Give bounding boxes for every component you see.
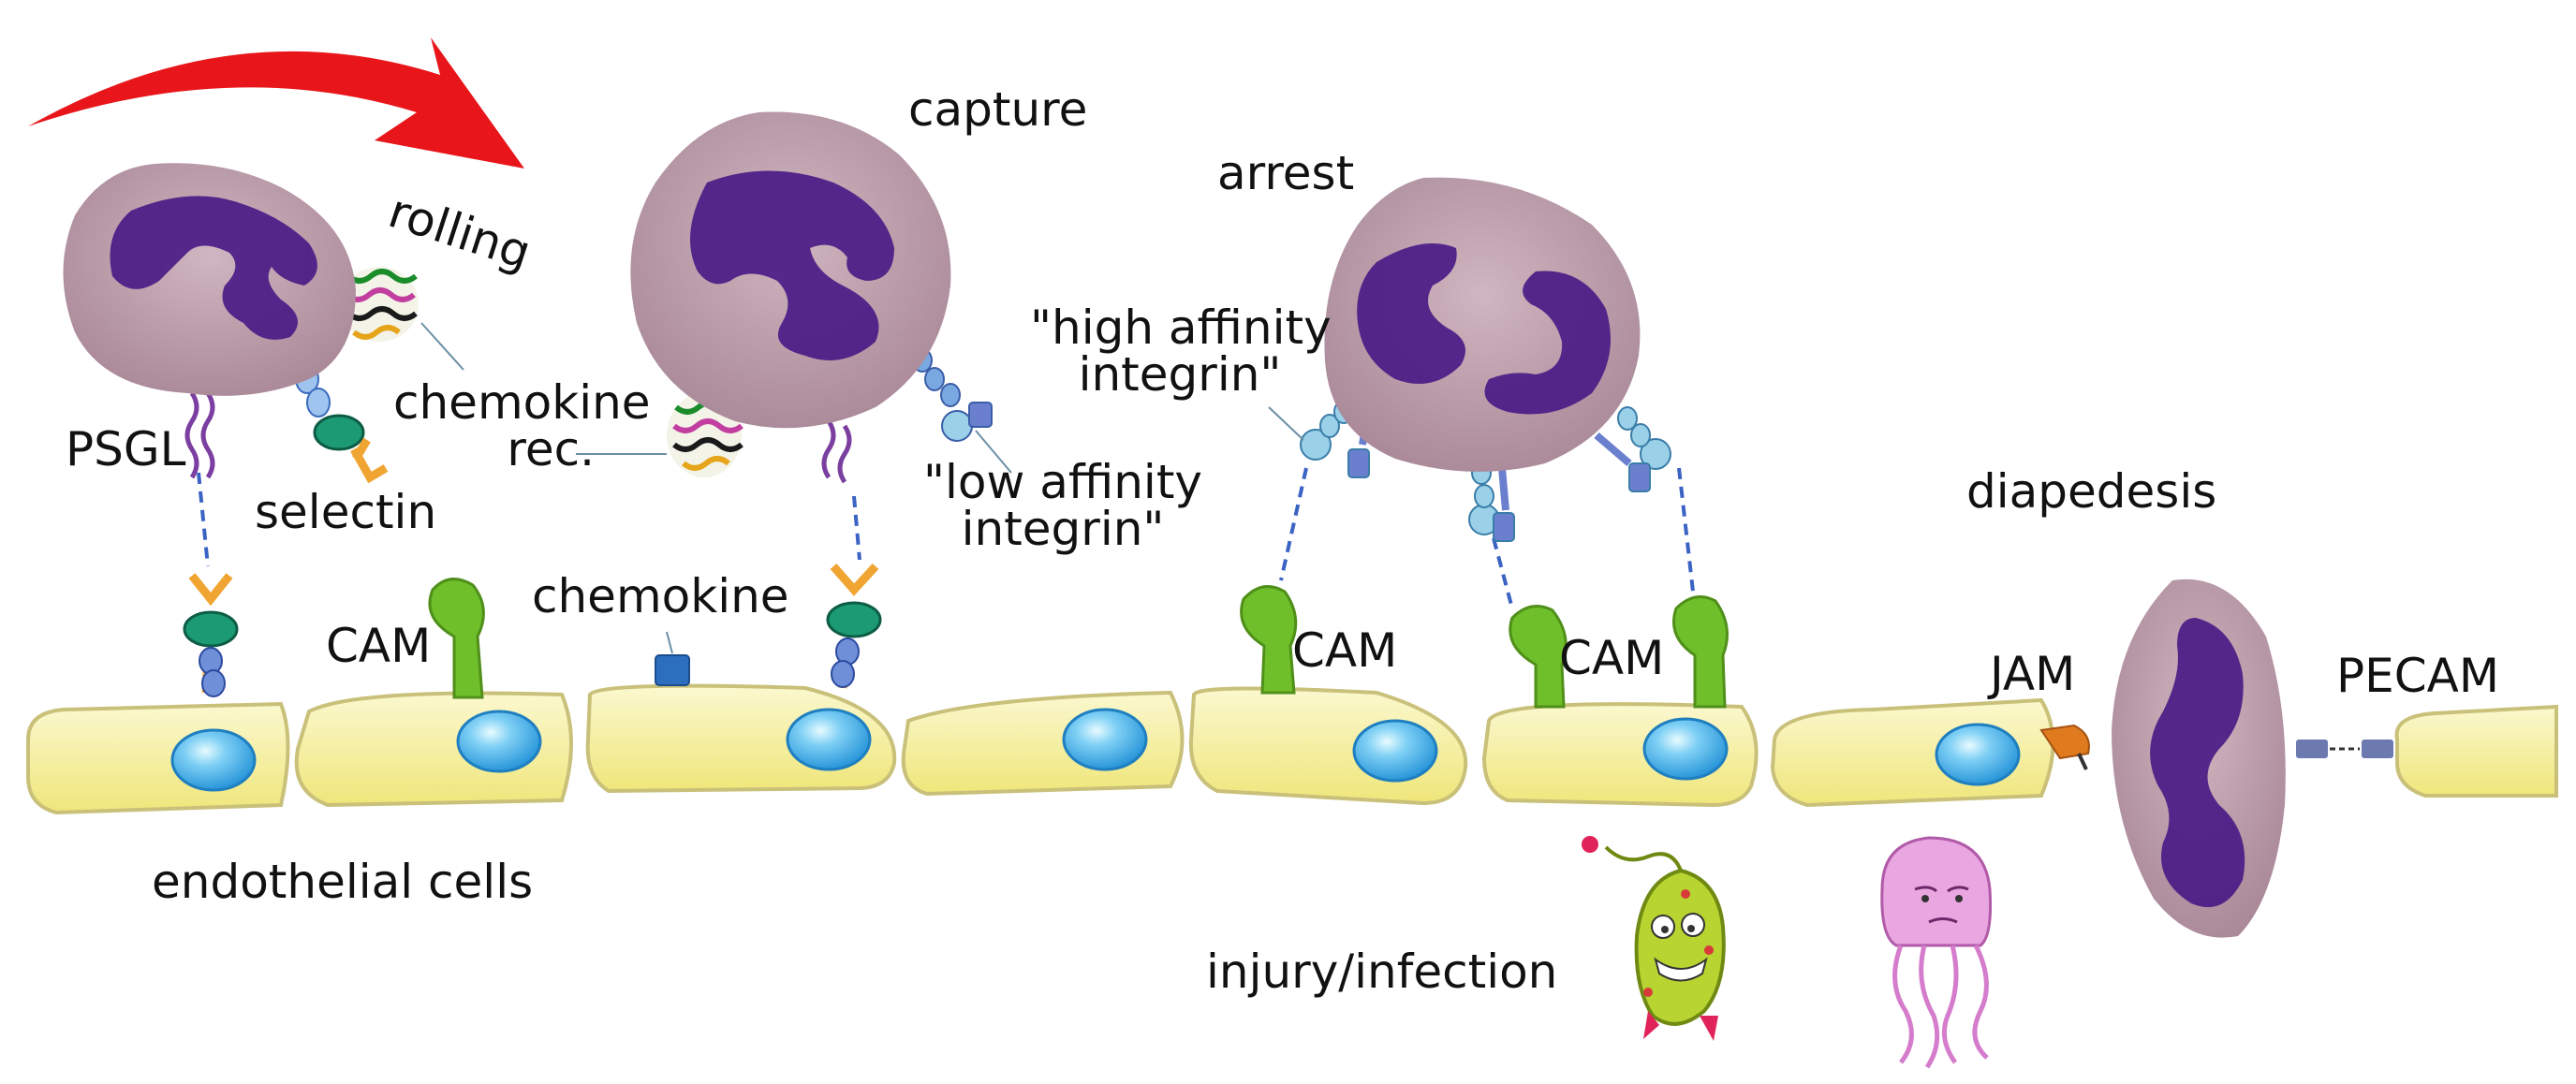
selectin-endothelial-2 [826,563,882,689]
label-cam-1: CAM [326,619,432,673]
cam-3 [1509,605,1568,709]
label-injury-infection: injury/infection [1206,945,1558,999]
chemokine-pointer-line [666,631,673,654]
binding-lines [197,467,1695,609]
label-high-affinity-line1: "high affinity [1030,300,1332,355]
label-cam-3: CAM [1559,631,1665,685]
label-psgl: PSGL [66,422,186,476]
chemokine-receptor-1 [340,267,419,342]
label-chemokine: chemokine [532,569,789,623]
leukocyte-arrest [1324,177,1641,472]
endothelial-layer [26,683,2558,815]
endothelial-nucleus-2 [456,710,542,773]
label-pecam: PECAM [2336,649,2499,703]
jam-molecule [2039,724,2090,770]
cam-4 [1672,595,1729,709]
endothelial-nucleus-5 [1352,719,1438,783]
label-low-affinity-integrin: "low affinity integrin" [913,459,1213,552]
endothelial-nucleus-1 [170,728,257,792]
label-cam-2: CAM [1292,623,1398,678]
psgl-2 [821,419,852,484]
endothelial-nucleus-6 [1642,717,1729,781]
label-capture: capture [908,82,1088,137]
rolling-arrow [28,37,524,168]
label-diapedesis: diapedesis [1966,464,2217,519]
selectin-endothelial-1 [183,573,239,697]
label-low-affinity-line2: integrin" [961,502,1165,556]
integrin-high-affinity-2 [1468,461,1515,542]
label-endothelial-cells: endothelial cells [152,855,534,909]
leukocyte-diapedesis [2112,579,2286,938]
selectin-leukocyte [295,364,389,484]
endothelial-nucleus-7 [1935,723,2021,786]
label-selectin: selectin [255,485,437,539]
integrin-high-affinity-3 [1594,406,1671,492]
leukocyte-capture [630,111,951,429]
cam-2 [1240,585,1298,695]
bacterium-icon [1582,836,1726,1041]
psgl-1 [184,391,215,479]
endothelial-nucleus-4 [1062,708,1148,771]
endothelial-cell-8 [2394,704,2558,798]
leukocyte-rolling [63,163,356,396]
integrin-low-affinity [912,348,993,442]
pointer-lines [420,322,1304,474]
label-high-affinity-line2: integrin" [1078,347,1282,402]
endothelial-nucleus-3 [786,708,872,771]
label-chemokine-rec: chemokine rec. [393,375,651,476]
jellyfish-icon [1880,836,1993,1069]
pecam-molecule [2296,740,2393,758]
label-chemokine-rec-line2: rec. [507,422,595,476]
cam-1 [428,578,485,699]
label-jam: JAM [1990,647,2076,701]
cam-molecules [428,578,1729,709]
label-arrest: arrest [1217,146,1355,200]
label-low-affinity-line1: "low affinity [922,455,1203,509]
label-high-affinity-integrin: "high affinity integrin" [1030,300,1332,402]
chemokine-square [655,654,690,686]
label-chemokine-rec-line1: chemokine [393,375,651,430]
